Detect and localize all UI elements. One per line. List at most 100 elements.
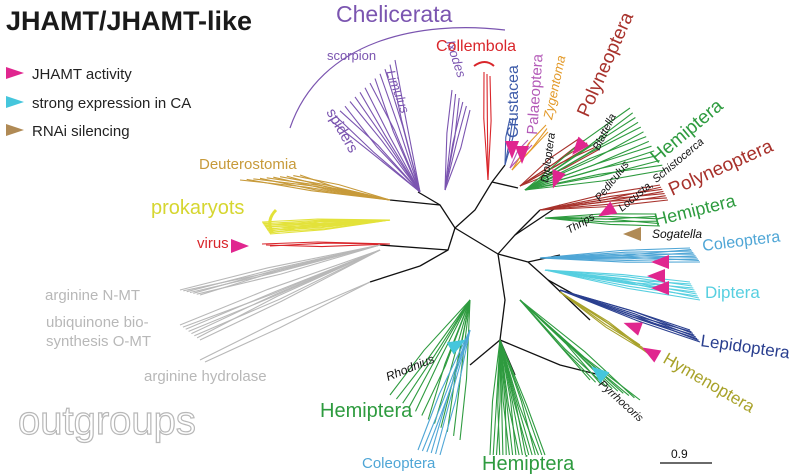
branch xyxy=(559,291,648,353)
branch xyxy=(269,242,391,247)
branch xyxy=(539,184,661,211)
branch xyxy=(194,249,381,337)
collembola-bracket xyxy=(473,61,495,67)
branch xyxy=(499,339,540,456)
legend: JHAMT activity strong expression in CA R… xyxy=(6,66,191,140)
label-ubiquinone-line2: synthesis O-MT xyxy=(46,333,151,350)
branch xyxy=(293,175,391,201)
branch xyxy=(519,299,608,388)
label-hymenoptera: Hymenoptera xyxy=(660,349,758,417)
branch xyxy=(544,217,661,227)
branch xyxy=(544,217,660,225)
coleoptera-right-branches xyxy=(539,247,701,263)
branch xyxy=(524,155,658,191)
branch xyxy=(559,289,699,341)
label-ubiquinone-line1: ubiquinone bio- xyxy=(46,314,149,331)
branch xyxy=(389,64,421,193)
marker-coleoptera xyxy=(651,255,669,269)
chelicerata-branches xyxy=(329,59,421,193)
branch xyxy=(504,117,517,166)
branch xyxy=(444,109,471,191)
branch xyxy=(329,119,421,193)
marker-rhodnius xyxy=(446,339,466,355)
branch xyxy=(544,217,659,223)
label-scorpion: scorpion xyxy=(327,48,376,63)
label-virus: virus xyxy=(197,235,229,252)
label-arginine-nmt: arginine N-MT xyxy=(45,287,140,304)
branch xyxy=(497,339,501,456)
branch xyxy=(395,299,471,400)
label-spiders: spiders xyxy=(323,106,362,156)
arginine-nmt-branches xyxy=(179,244,381,296)
label-arginine-hydrolase: arginine hydrolase xyxy=(144,368,267,385)
branch xyxy=(539,255,697,259)
hemiptera-top-branches xyxy=(524,107,666,191)
hemiptera-mid-branches xyxy=(544,213,661,227)
branch xyxy=(544,269,700,299)
label-palaeoptera: Palaeoptera xyxy=(524,53,547,136)
branch xyxy=(369,82,421,193)
label-thrips: Thrips xyxy=(565,211,598,237)
lepidoptera-branches xyxy=(559,289,701,343)
label-lepidoptera: Lepidoptera xyxy=(699,331,789,362)
branch xyxy=(204,281,371,363)
branch xyxy=(499,339,546,456)
label-hemiptera-left: Hemiptera xyxy=(320,400,413,422)
marker-lepidoptera xyxy=(623,322,643,336)
marker-hymenoptera xyxy=(642,347,662,363)
label-deuterostomia: Deuterostomia xyxy=(199,156,297,173)
branch xyxy=(286,175,391,201)
deuterostomia-branches xyxy=(239,174,391,201)
figure-title: JHAMT/JHAMT-like xyxy=(6,6,252,36)
arginine-hydrolase-branches xyxy=(199,281,371,363)
branch xyxy=(179,249,381,326)
branch xyxy=(544,269,691,283)
branch xyxy=(544,269,693,287)
label-hemiptera-bottom: Hemiptera xyxy=(482,453,575,475)
branch xyxy=(519,137,581,187)
branch xyxy=(199,244,381,296)
branch xyxy=(524,164,663,191)
hemiptera-left-branches xyxy=(389,299,471,441)
legend-label-rnai-silencing: RNAi silencing xyxy=(32,123,130,140)
prokaryots-bracket xyxy=(268,208,278,233)
branch xyxy=(539,197,667,211)
branch xyxy=(483,71,489,181)
zygentoma-branches xyxy=(511,124,549,171)
branch xyxy=(408,299,471,408)
label-chelicerata: Chelicerata xyxy=(336,1,453,27)
branch xyxy=(539,253,695,259)
branch xyxy=(433,299,471,424)
branch xyxy=(344,105,421,193)
diptera-branches xyxy=(544,269,701,301)
label-diptera: Diptera xyxy=(705,283,760,302)
branch xyxy=(374,78,421,193)
branch xyxy=(539,250,693,259)
branch xyxy=(339,110,421,193)
branch xyxy=(489,339,501,456)
prokaryots-branches xyxy=(261,218,391,235)
label-coleoptera-right: Coleoptera xyxy=(701,229,781,255)
branch xyxy=(539,257,701,263)
clade-labels: Chelicerata scorpion Limulus Ixodes spid… xyxy=(17,1,789,475)
marker-locusta xyxy=(598,201,618,217)
branch xyxy=(499,339,543,456)
collembola-branches xyxy=(483,71,492,181)
label-sogatella: Sogatella xyxy=(652,227,702,241)
label-coleoptera-bottom: Coleoptera xyxy=(362,455,436,472)
marker-diptera-2 xyxy=(651,281,669,295)
branch xyxy=(519,147,595,187)
branch xyxy=(444,105,467,191)
branch xyxy=(417,329,471,451)
branch xyxy=(394,59,421,193)
branch xyxy=(421,329,471,452)
clade-branches xyxy=(179,59,701,456)
branch xyxy=(539,188,663,211)
branch xyxy=(196,249,381,339)
branch xyxy=(539,256,699,261)
branch xyxy=(511,131,549,171)
branch xyxy=(524,145,652,191)
label-limulus: Limulus xyxy=(383,68,413,116)
